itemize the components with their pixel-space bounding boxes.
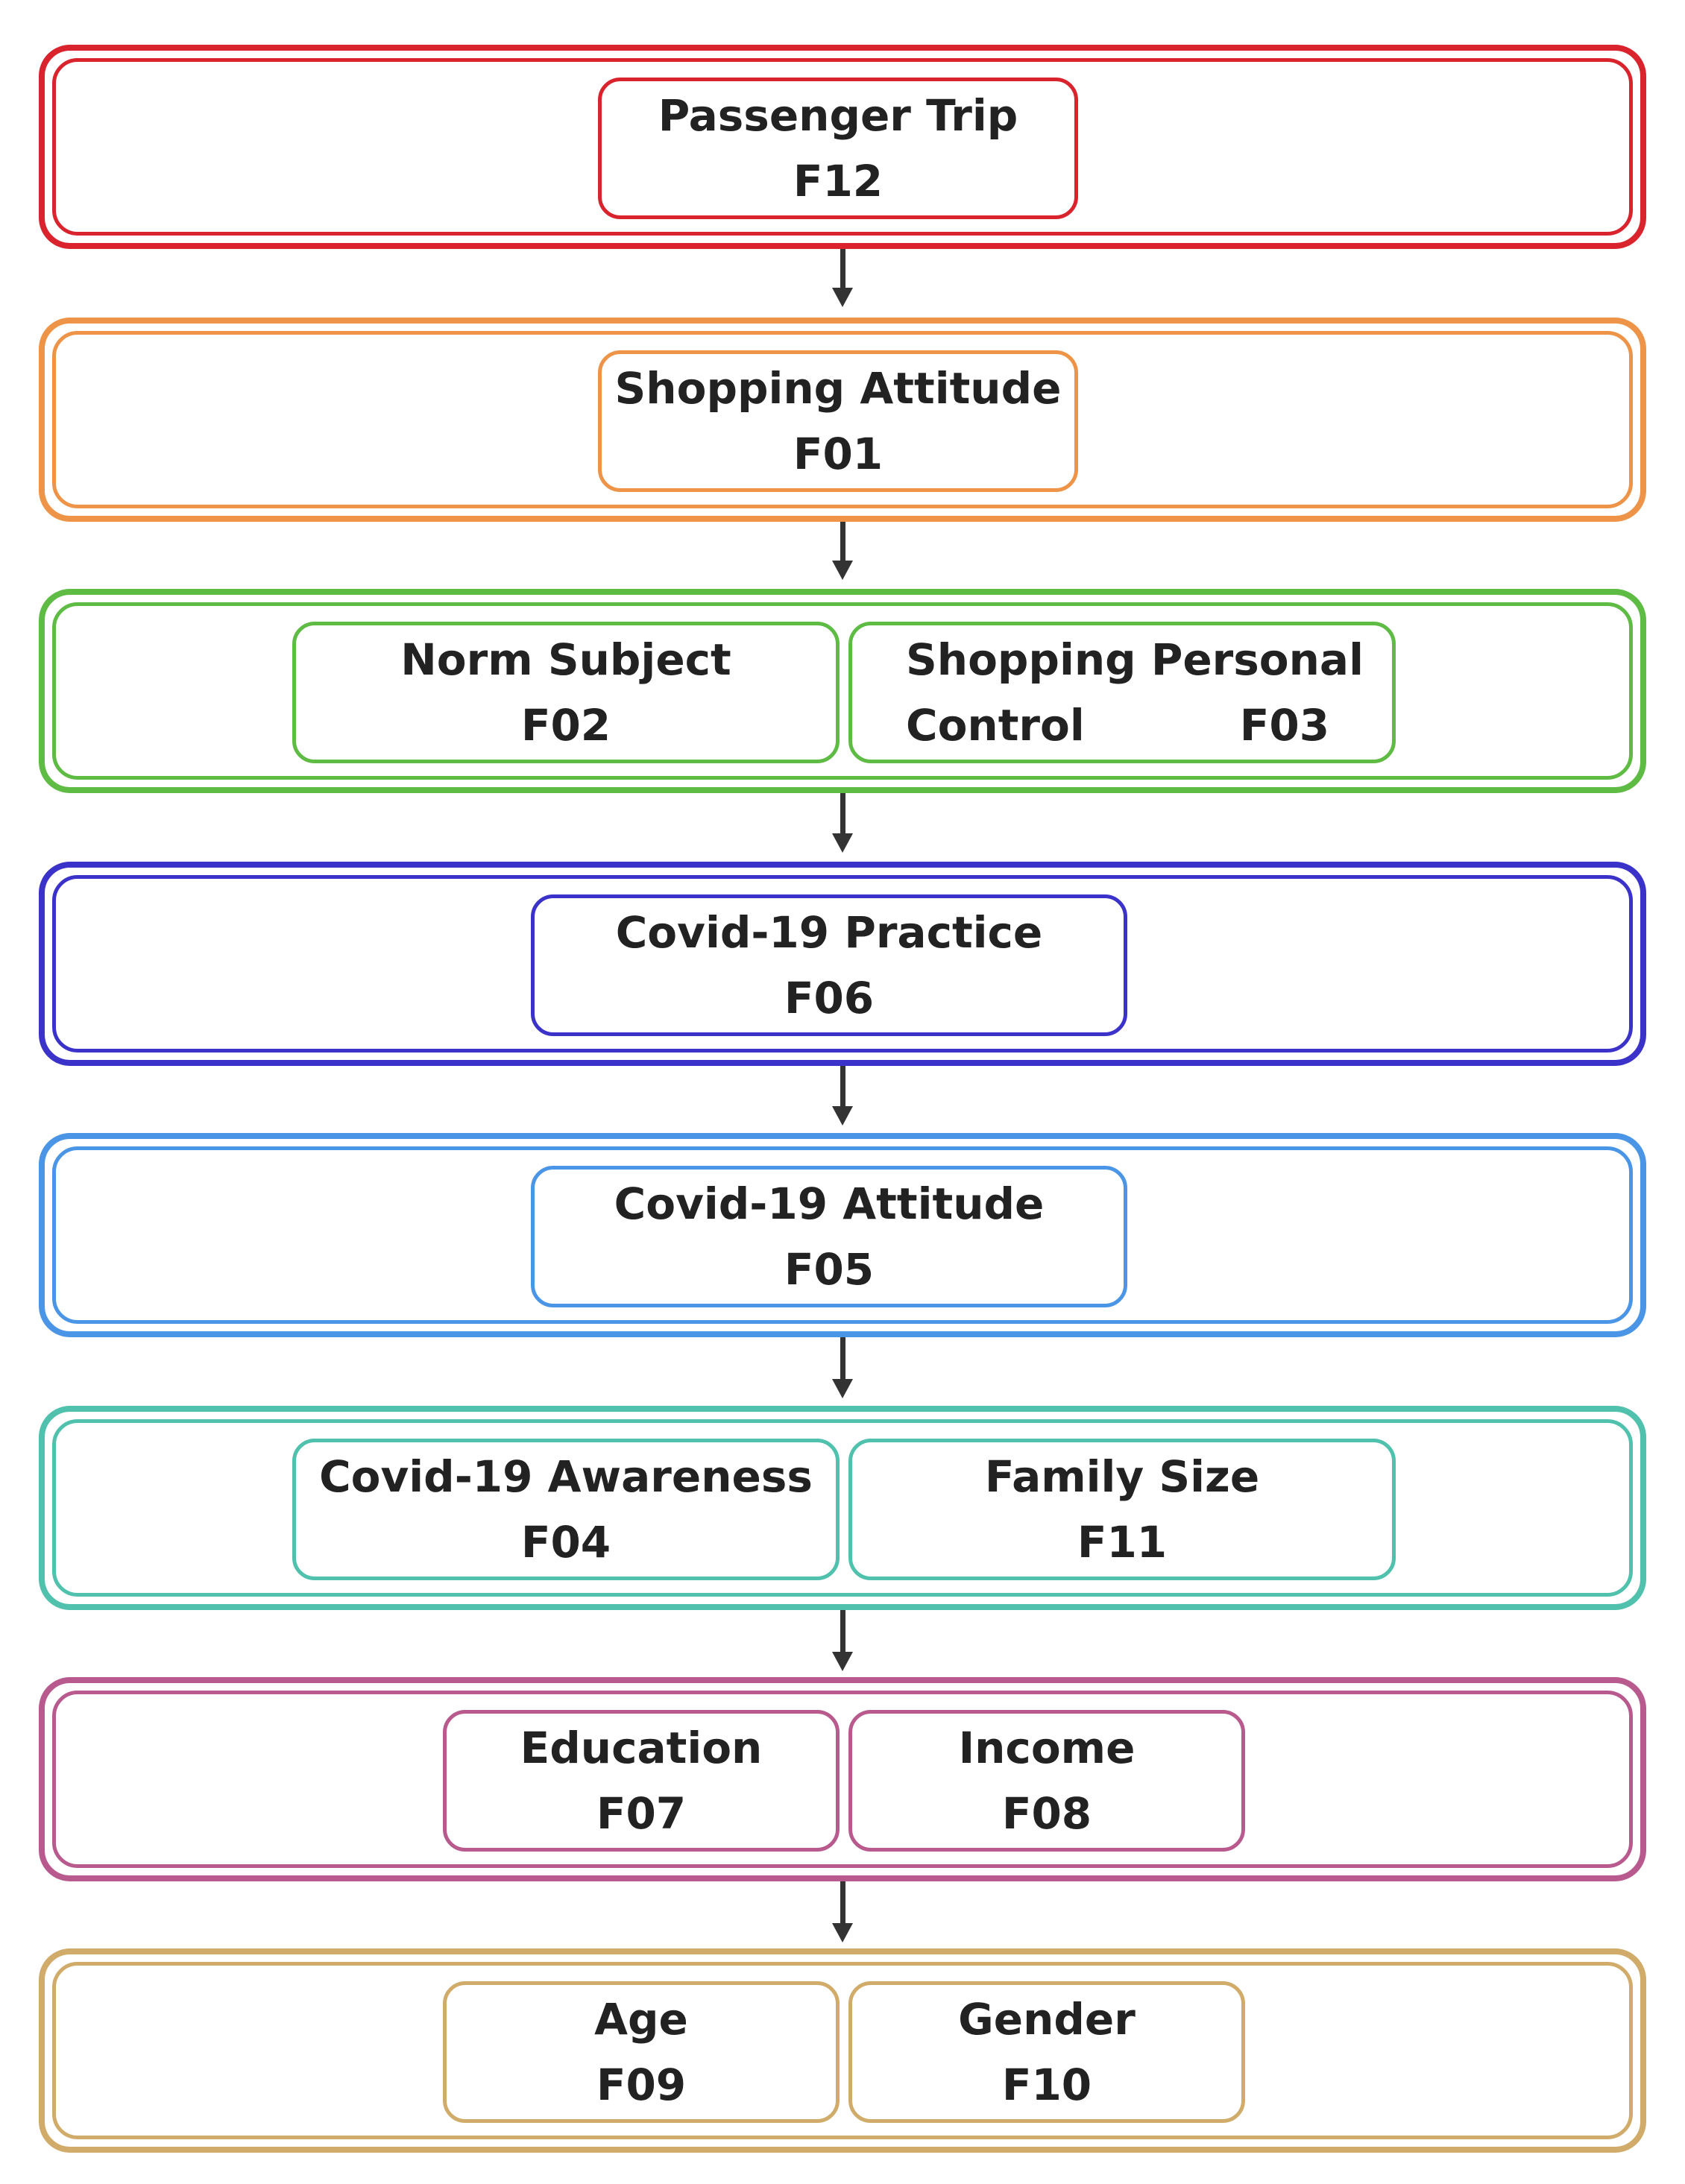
node-code: F06 [784,973,875,1023]
node-shopping-personal-control: Shopping Personal Control F03 [848,622,1396,763]
node-code: F08 [1001,1788,1092,1839]
node-label-cont: Control [906,700,1085,751]
node-code: F07 [596,1788,687,1839]
node-code: F05 [784,1244,875,1295]
node-label: Shopping Personal [906,634,1364,685]
node-norm-subject: Norm Subject F02 [292,622,840,763]
node-label: Gender [958,1994,1136,2045]
node-gender: Gender F10 [848,1981,1245,2123]
node-label: Family Size [984,1451,1260,1502]
node-label: Age [594,1994,688,2045]
node-family-size: Family Size F11 [848,1439,1396,1580]
level-shopping-attitude: Shopping Attitude F01 [39,318,1646,522]
node-label: Covid-19 Awareness [319,1451,813,1502]
node-covid-attitude: Covid-19 Attitude F05 [531,1166,1127,1307]
node-code: F10 [1001,2060,1092,2110]
node-label: Income [958,1723,1136,1773]
level-norm-control: Norm Subject F02 Shopping Personal Contr… [39,589,1646,793]
level-covid-attitude: Covid-19 Attitude F05 [39,1133,1646,1337]
node-label: Passenger Trip [658,90,1018,141]
node-label: Norm Subject [400,634,731,685]
node-label: Education [520,1723,763,1773]
level-education-income: Education F07 Income F08 [39,1677,1646,1881]
node-education: Education F07 [443,1710,840,1852]
node-code: F11 [1077,1517,1168,1568]
level-awareness-family: Covid-19 Awareness F04 Family Size F11 [39,1406,1646,1610]
node-code: F09 [596,2060,687,2110]
node-age: Age F09 [443,1981,840,2123]
node-income: Income F08 [848,1710,1245,1852]
level-passenger-trip: Passenger Trip F12 [39,45,1646,249]
node-label: Shopping Attitude [614,363,1062,414]
node-shopping-attitude: Shopping Attitude F01 [598,350,1078,492]
level-age-gender: Age F09 Gender F10 [39,1948,1646,2153]
node-code: F01 [793,429,884,479]
node-label: Covid-19 Attitude [614,1178,1045,1229]
node-passenger-trip: Passenger Trip F12 [598,78,1078,219]
node-label: Covid-19 Practice [615,907,1043,958]
node-code: F03 [1239,700,1330,751]
node-code: F04 [520,1517,611,1568]
node-covid-practice: Covid-19 Practice F06 [531,894,1127,1036]
level-covid-practice: Covid-19 Practice F06 [39,862,1646,1066]
node-code: F12 [793,156,884,206]
node-covid-awareness: Covid-19 Awareness F04 [292,1439,840,1580]
node-code: F02 [520,700,611,751]
